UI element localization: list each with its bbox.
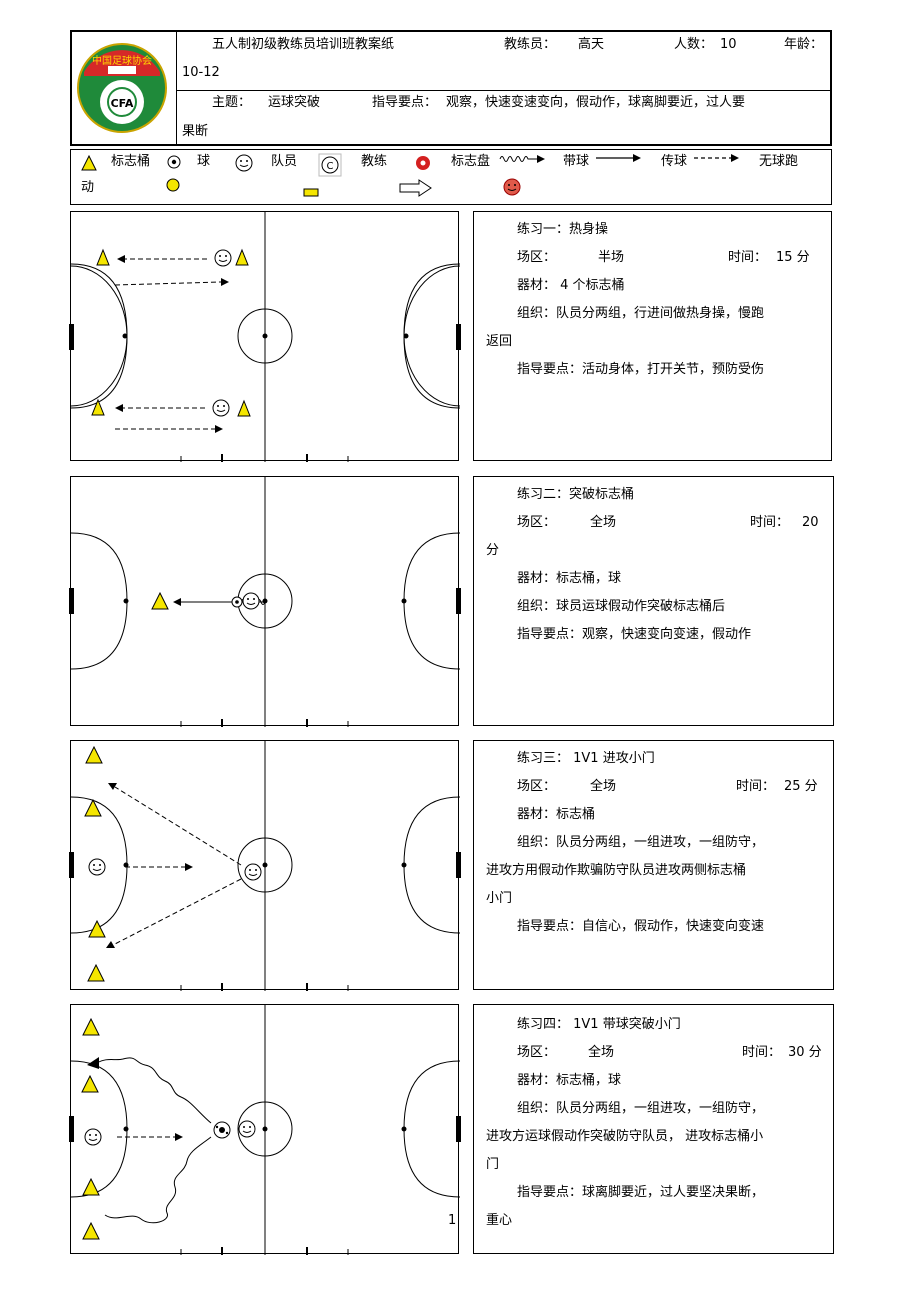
age-value: 10-12 [182,65,220,80]
legend-run-cont: 动 [81,180,95,195]
court-diagram-drill-4 [69,1004,461,1255]
logo-cell: 中国足球协会 CFA [72,32,177,144]
ball-icon [167,155,181,169]
drill-1-equipment: 器材： 4 个标志桶 [517,278,625,293]
drill-1-key-points: 指导要点：活动身体，打开关节，预防受伤 [517,362,765,377]
drill-4-area-label: 场区： [517,1045,557,1060]
drill-1-area-label: 场区： [517,250,557,265]
coach-label: 教练员： [504,37,557,52]
drill-2-organization: 组织：球员运球假动作突破标志桶后 [517,599,726,614]
age-label: 年龄： [784,37,824,52]
topic-label: 主题： [212,95,252,110]
arrow-shape-icon [399,179,432,197]
legend-ball: 球 [197,154,211,169]
legend-coach: 教练 [361,154,388,169]
topic-value: 运球突破 [268,95,321,110]
drill-1-organization: 组织：队员分两组，行进间做热身操，慢跑 [517,306,765,321]
drill-4-title: 练习四： 1V1 带球突破小门 [517,1017,681,1032]
logo-text: 中国足球协会 [92,54,152,67]
drill-3-organization-cont2: 小门 [486,891,513,906]
legend-cone: 标志桶 [111,154,151,169]
coach-icon: C [318,153,342,177]
drill-3-organization-cont: 进攻方用假动作欺骗防守队员进攻两侧标志桶 [486,863,747,878]
pass-arrow-icon [596,154,641,162]
drill-3-key-points: 指导要点：自信心，假动作，快速变向变速 [517,919,765,934]
futsal-court [69,212,461,462]
drill-4-time-label: 时间： [742,1045,782,1060]
drill-3-title: 练习三： 1V1 进攻小门 [517,751,655,766]
legend-pass: 传球 [661,154,688,169]
header-divider [176,90,832,91]
count-label: 人数： [674,37,714,52]
lesson-plan-header: 中国足球协会 CFA 五人制初级教练员培训班教案纸 教练员： 高天 人数： 10… [70,30,832,146]
legend-disc: 标志盘 [451,154,491,169]
drill-4-key-points: 指导要点：球离脚要近，过人要坚决果断， [517,1185,765,1200]
drill-2-title: 练习二：突破标志桶 [517,487,635,502]
drill-2-time-value: 20 [802,515,819,530]
drill-1-elements [91,248,251,433]
player-icon [235,154,253,172]
drill-2-equipment: 器材：标志桶，球 [517,571,622,586]
coach-name: 高天 [578,37,605,52]
symbol-legend: 标志桶 球 队员 C 教练 标志盘 带球 传球 [70,149,832,205]
drill-2-time-unit: 分 [486,543,500,558]
drill-2-time-label: 时间： [750,515,790,530]
drill-4-equipment: 器材：标志桶，球 [517,1073,622,1088]
legend-run: 无球跑 [759,154,799,169]
key-points-label: 指导要点： [372,95,438,110]
cone-icon [81,154,97,171]
red-face-icon [503,178,521,196]
drill-3-area-label: 场区： [517,779,557,794]
legend-dribble: 带球 [563,154,590,169]
legend-player: 队员 [271,154,298,169]
drill-3-time-label: 时间： [736,779,776,794]
drill-4-organization-cont2: 门 [486,1157,500,1172]
futsal-court [69,477,461,727]
drill-2-area-value: 全场 [590,515,617,530]
drill-2-notes: 练习二：突破标志桶 场区： 全场 时间： 20 分 器材：标志桶，球 组织：球员… [473,476,834,726]
drill-4-organization-cont: 进攻方运球假动作突破防守队员， 进攻标志桶小 [486,1129,764,1144]
drill-2-key-points: 指导要点：观察，快速变向变速，假动作 [517,627,752,642]
drill-4-time-value: 30 分 [788,1045,822,1060]
yellow-ball-icon [166,178,180,192]
disc-icon [416,156,430,170]
drill-3-elements [84,745,262,982]
drill-2-area-label: 场区： [517,515,557,530]
drill-3-equipment: 器材：标志桶 [517,807,596,822]
futsal-court [69,1005,461,1255]
drill-1-time-value: 15 分 [776,250,810,265]
key-points-value: 观察，快速变速变向，假动作，球离脚要近，过人要 [446,95,746,110]
dribble-arrow-icon [499,155,545,163]
key-points-value-cont: 果断 [182,124,209,139]
cfa-logo: 中国足球协会 CFA [76,38,168,138]
drill-1-title: 练习一：热身操 [517,222,609,237]
drill-1-notes: 练习一：热身操 场区： 半场 时间： 15 分 器材： 4 个标志桶 组织：队员… [473,211,832,461]
futsal-court [69,741,461,991]
drill-3-organization: 组织：队员分两组，一组进攻，一组防守， [517,835,765,850]
drill-4-organization: 组织：队员分两组，一组进攻，一组防守， [517,1101,765,1116]
drill-2-elements [151,591,266,610]
logo-badge: CFA [111,97,134,110]
small-goal-icon [303,188,319,197]
drill-4-notes: 练习四： 1V1 带球突破小门 场区： 全场 时间： 30 分 器材：标志桶，球… [473,1004,834,1254]
court-diagram-drill-1 [69,211,461,462]
drill-4-area-value: 全场 [588,1045,615,1060]
page-number: 1 [448,1213,457,1228]
drill-3-notes: 练习三： 1V1 进攻小门 场区： 全场 时间： 25 分 器材：标志桶 组织：… [473,740,834,990]
header-title: 五人制初级教练员培训班教案纸 [212,37,395,52]
drill-1-area-value: 半场 [598,250,625,265]
svg-text:C: C [327,161,334,172]
run-arrow-icon [694,154,739,162]
drill-3-time-value: 25 分 [784,779,818,794]
drill-3-area-value: 全场 [590,779,617,794]
court-diagram-drill-3 [69,740,461,991]
drill-1-organization-cont: 返回 [486,334,513,349]
drill-1-time-label: 时间： [728,250,768,265]
court-diagram-drill-2 [69,476,461,727]
count-value: 10 [720,37,737,52]
drill-4-elements [81,1017,256,1240]
drill-4-key-points-cont: 重心 [486,1213,513,1228]
